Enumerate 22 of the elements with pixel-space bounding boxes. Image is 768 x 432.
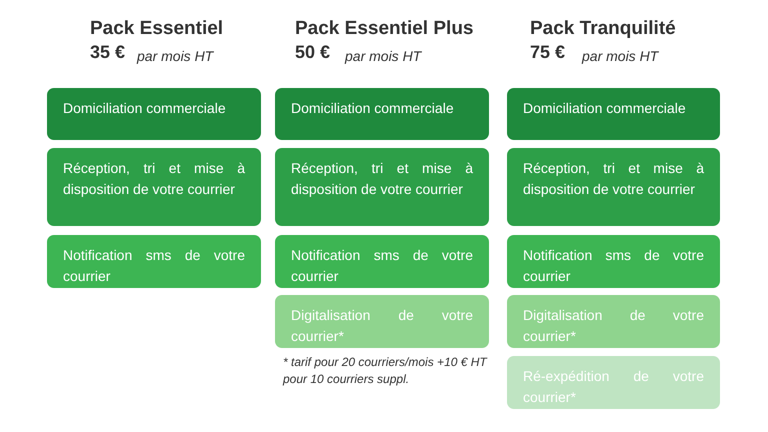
feature-box: Domiciliation commerciale [275,88,489,140]
price-period: par mois HT [137,48,214,64]
price: 75 € [530,42,566,63]
plan-title: Pack Tranquilité [530,18,676,40]
feature-box: Réception, tri et mise à disposition de votre courrier [275,148,489,226]
feature-box: Domiciliation commerciale [507,88,720,140]
price: 35 € [90,42,126,63]
plan-title: Pack Essentiel Plus [295,18,474,40]
feature-box: Réception, tri et mise à disposition de votre courrier [47,148,261,226]
feature-box: Réception, tri et mise à disposition de votre courrier [507,148,720,226]
plan-title: Pack Essentiel [90,18,224,40]
feature-box: Notification sms de votre courrier [275,235,489,288]
feature-box: Digitalisation de votre courrier* [507,295,720,348]
feature-box: Notification sms de votre courrier [47,235,261,288]
footnote: * tarif pour 20 courriers/mois +10 € HT pour 10 courriers suppl. [283,354,488,388]
feature-box: Notification sms de votre courrier [507,235,720,288]
feature-box: Ré-expédition de votre courrier* [507,356,720,409]
price: 50 € [295,42,330,63]
price-period: par mois HT [345,48,422,64]
price-period: par mois HT [582,48,658,64]
feature-box: Digitalisation de votre courrier* [275,295,489,348]
feature-box: Domiciliation commerciale [47,88,261,140]
